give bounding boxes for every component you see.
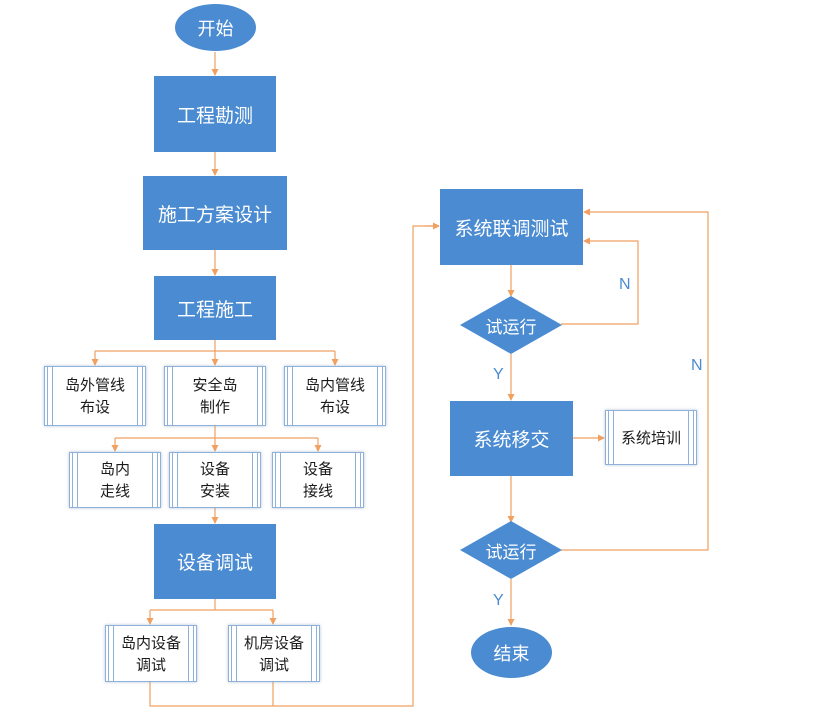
subprocess-island-inner-wiring-label: 岛内 走线: [99, 460, 130, 500]
decision-trial-run-1: 试运行: [485, 317, 537, 338]
subprocess-device-install: 设备 安装: [169, 452, 261, 508]
process-system-handover: 系统移交: [450, 401, 573, 476]
subprocess-room-device-debug-label: 机房设备 调试: [243, 633, 304, 674]
subprocess-system-training: 系统培训: [605, 410, 697, 465]
subprocess-device-wiring: 设备 接线: [272, 452, 364, 508]
process-system-joint-debug: 系统联调测试: [440, 189, 583, 265]
connector-trial2-no-loop: [561, 208, 709, 551]
decision-trial-run-1-shape: [460, 296, 562, 354]
subprocess-system-training-label: 系统培训: [620, 428, 681, 447]
subprocess-device-install-label: 设备 安装: [199, 460, 230, 500]
subprocess-island-device-debug: 岛内设备 调试: [105, 625, 197, 682]
label-trial1-no: N: [619, 276, 631, 293]
connector-merge-to-joint: [149, 225, 437, 707]
connector-safety-install-branch: [115, 426, 318, 439]
label-trial2-no: N: [691, 357, 703, 374]
decision-trial-run-2: 试运行: [485, 542, 537, 563]
decision-trial-run-2-shape: [460, 521, 562, 579]
connector-construction-branch: [94, 340, 336, 364]
subprocess-island-inner-wiring: 岛内 走线: [69, 452, 161, 508]
process-design: 施工方案设计: [143, 176, 287, 250]
label-trial1-yes: Y: [493, 366, 504, 383]
connector-debug-branch: [150, 599, 273, 611]
subprocess-device-wiring-label: 设备 接线: [302, 460, 333, 500]
connector-trial1-no-loop: [561, 237, 639, 325]
subprocess-safety-island: 安全岛 制作: [164, 366, 266, 426]
subprocess-safety-island-label: 安全岛 制作: [192, 376, 238, 416]
subprocess-island-device-debug-label: 岛内设备 调试: [120, 633, 181, 674]
process-survey: 工程勘测: [154, 76, 276, 152]
subprocess-island-outer: 岛外管线 布设: [44, 366, 146, 426]
subprocess-room-device-debug: 机房设备 调试: [228, 625, 320, 682]
process-device-debug: 设备调试: [154, 524, 276, 599]
end-node: 结束: [471, 627, 552, 678]
subprocess-island-inner-pipe: 岛内管线 布设: [284, 366, 386, 426]
label-trial2-yes: Y: [493, 592, 504, 609]
process-construction: 工程施工: [154, 276, 276, 340]
subprocess-island-inner-pipe-label: 岛内管线 布设: [304, 376, 365, 416]
start-node: 开始: [175, 4, 256, 51]
subprocess-island-outer-label: 岛外管线 布设: [64, 376, 125, 416]
